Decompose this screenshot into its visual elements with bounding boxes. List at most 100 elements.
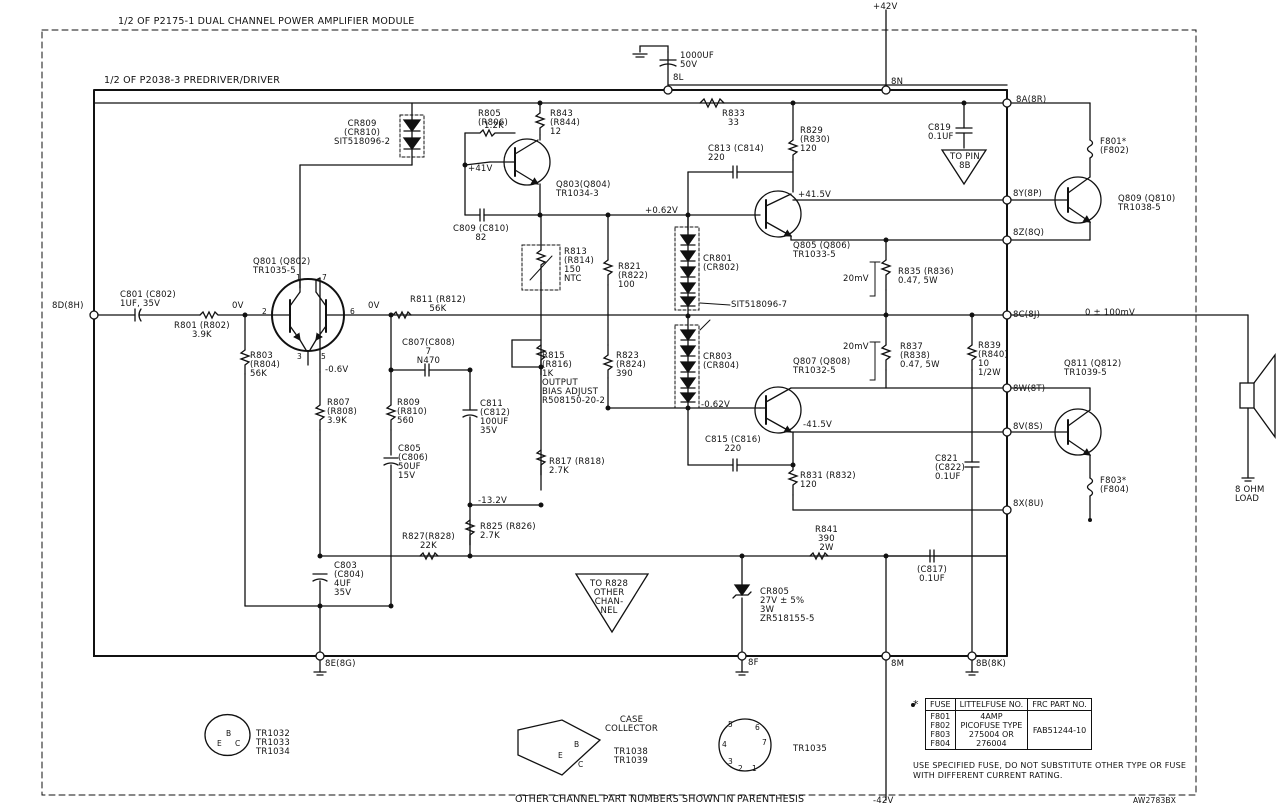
pkg-tr1035-label: TR1035 [793, 744, 827, 754]
pkg-tr1035-pin-4: 4 [722, 740, 727, 749]
terminal-8f: 8F [748, 658, 759, 668]
ov-left: 0V [232, 301, 244, 311]
r823-label: R823(R824)390 [616, 351, 646, 379]
terminal-8e: 8E(8G) [325, 659, 356, 669]
drawing-number: AW2783BX [1133, 796, 1177, 805]
fuse-table-marker: * [913, 698, 919, 711]
terminal-8d: 8D(8H) [52, 301, 84, 311]
pkg-tr1035-pin-5: 5 [728, 720, 733, 729]
terminal-8z: 8Z(8Q) [1013, 228, 1045, 238]
c809-label: C809 (C810)82 [453, 224, 509, 243]
board-title: 1/2 OF P2038-3 PREDRIVER/DRIVER [104, 75, 281, 86]
r803-label: R803(R804)56K [250, 351, 280, 379]
q801-pin-1: 1 [296, 273, 301, 282]
v062-label: +0.62V [645, 206, 679, 216]
q801-pin-7: 7 [322, 273, 327, 282]
c815-label: C815 (C816)220 [705, 435, 761, 454]
q801-pin-6: 6 [350, 307, 355, 316]
q807-label: Q807 (Q808)TR1032-5 [793, 357, 851, 376]
footer-note: OTHER CHANNEL PART NUMBERS SHOWN IN PARE… [515, 794, 805, 805]
r817-label: R817 (R818)2.7K [549, 457, 605, 476]
c821-label: C821(C822)0.1UF [935, 454, 965, 482]
terminal-8l: 8L [673, 73, 684, 83]
q805-label: Q805 (Q806)TR1033-5 [793, 241, 851, 260]
littelfuse-col-header: LITTELFUSE NO. [954, 698, 1029, 711]
pkg-tr1038-pin-c: C [578, 760, 584, 769]
f803-label: F803*(F804) [1100, 476, 1129, 495]
pkg-tr1032-pin-e: E [217, 739, 222, 748]
pkg-tr1035-pin-7: 7 [762, 738, 767, 747]
v415-label: +41.5V [798, 190, 832, 200]
r805-value: 1.2K [484, 121, 504, 131]
fuse-note: USE SPECIFIED FUSE, DO NOT SUBSTITUTE OT… [913, 761, 1187, 780]
module-title: 1/2 OF P2175-1 DUAL CHANNEL POWER AMPLIF… [118, 16, 415, 27]
c801-label: C801 (C802)1UF, 35V [120, 290, 176, 309]
q801-pin-2: 2 [262, 307, 267, 316]
q803-label: Q803(Q804)TR1034-3 [556, 180, 611, 199]
r807-label: R807(R808)3.9K [327, 398, 357, 426]
cr809-label: CR809(CR810)SIT518096-2 [334, 119, 391, 147]
mv20-top: 20mV [843, 274, 869, 284]
output-voltage: 0 ± 100mV [1085, 308, 1136, 318]
r821-label: R821(R822)100 [618, 262, 648, 290]
terminal-8n: 8N [891, 77, 904, 87]
r835-label: R835 (R836)0.47, 5W [898, 267, 954, 286]
r811-label: R811 (R812)56K [410, 295, 466, 314]
r825-label: R825 (R826)2.7K [480, 522, 536, 541]
pkg-tr1038-pin-b: B [574, 740, 580, 749]
sit-diode-label: SIT518096-7 [731, 300, 788, 310]
terminal-8w: 8W(8T) [1013, 384, 1046, 394]
r829-label: R829(R830)120 [800, 126, 830, 154]
terminal-8y: 8Y(8P) [1013, 189, 1042, 199]
module-boundary [41, 29, 1197, 796]
frc-col-header: FRC PART NO. [1027, 698, 1092, 711]
mv20-bottom: 20mV [843, 342, 869, 352]
pkg-tr1035-pin-1: 1 [752, 764, 757, 773]
r837-label: R837(R838)0.47, 5W [900, 342, 940, 370]
v06-label: -0.6V [325, 365, 349, 375]
r805-label: R805(R806) [478, 109, 508, 128]
cr801-label: CR801(CR802) [703, 254, 740, 273]
v415n-label: -41.5V [803, 420, 833, 430]
ov-right: 0V [368, 301, 380, 311]
r843-label: R843(R844)12 [550, 109, 580, 137]
pkg-tr1035-pin-6: 6 [755, 723, 760, 732]
q801-pin-5: 5 [321, 352, 326, 361]
ground-symbols [313, 477, 1255, 676]
pkg-tr1035-pin-2: 2 [738, 764, 743, 773]
r831-label: R831 (R832)120 [800, 471, 856, 490]
q811-label: Q811 (Q812)TR1039-5 [1064, 359, 1122, 378]
v132-label: -13.2V [478, 496, 508, 506]
v062n-label: -0.62V [701, 400, 731, 410]
rail-top-label: +42V [873, 2, 898, 12]
v41-label: +41V [468, 164, 493, 174]
terminal-8b: 8B(8K) [976, 659, 1007, 669]
terminal-8m: 8M [891, 659, 905, 669]
pkg-tr1032-pin-b: B [226, 729, 232, 738]
pkg-tr1035-pin-3: 3 [728, 757, 733, 766]
terminal-8a: 8A(8R) [1016, 95, 1047, 105]
c817-label: (C817)0.1UF [917, 565, 947, 584]
f801-label: F801*(F802) [1100, 137, 1129, 156]
c813-label: C813 (C814)220 [708, 144, 764, 163]
pkg-tr1032-pin-c: C [235, 739, 241, 748]
q801-label: Q801 (Q802)TR1035-5 [253, 257, 311, 276]
